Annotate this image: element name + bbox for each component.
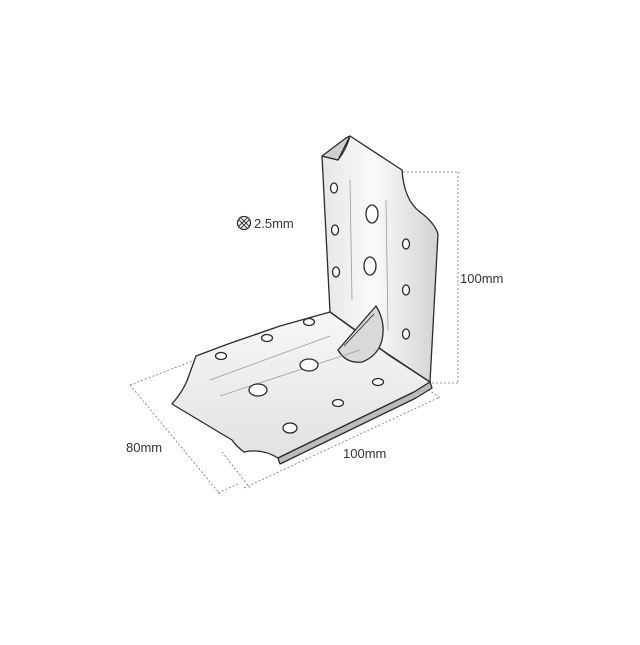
hatched-circle-icon (236, 215, 252, 231)
hole (363, 256, 377, 276)
hole (329, 182, 339, 194)
hole (371, 377, 385, 387)
hole (401, 328, 411, 340)
depth-extension-bottom (217, 482, 241, 494)
hole (214, 351, 228, 361)
width-extension-left (221, 451, 251, 489)
horizontal-plate-edge (277, 381, 433, 465)
hole (282, 422, 298, 434)
hole (365, 204, 379, 224)
bracket-body (171, 135, 439, 465)
hole (330, 224, 340, 236)
height-label: 100mm (460, 271, 504, 286)
rib-shadow (343, 313, 375, 347)
shade-strokes (209, 179, 389, 397)
depth-extension-top (129, 359, 196, 386)
hole (299, 358, 319, 372)
stiffening-rib (337, 305, 384, 363)
width-dimension-line (243, 396, 441, 489)
depth-label: 80mm (126, 440, 163, 455)
hole (260, 333, 274, 343)
depth-dimension-line (129, 384, 221, 495)
hole (401, 238, 411, 250)
hole (331, 398, 345, 408)
width-label: 100mm (343, 446, 387, 461)
vertical-plate (321, 135, 439, 383)
vertical-plate-edge (321, 135, 351, 161)
hole (302, 317, 316, 327)
hole (401, 284, 411, 296)
holes (214, 182, 411, 434)
hole (331, 266, 341, 278)
hole (248, 383, 268, 397)
thickness-label: 2.5mm (254, 216, 294, 231)
